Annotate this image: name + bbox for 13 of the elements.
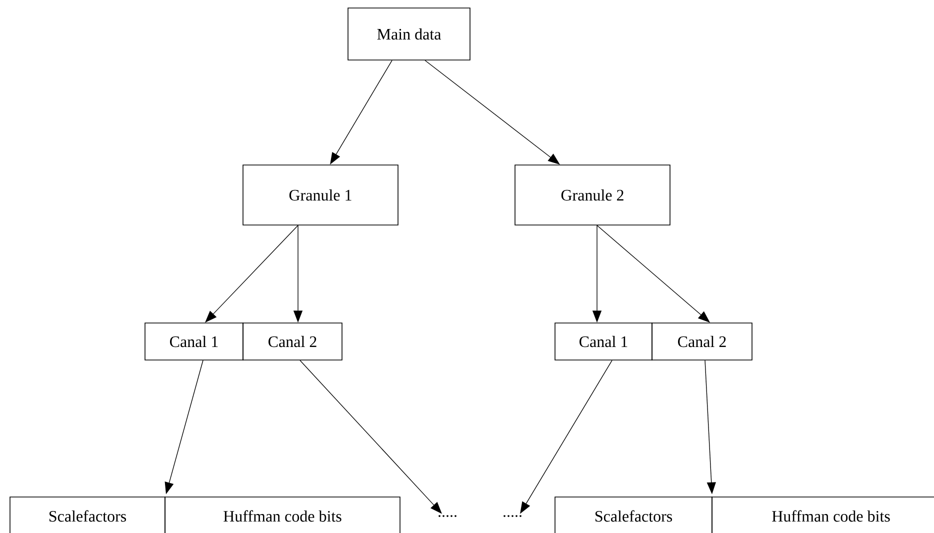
process-box: Canal 2 xyxy=(652,322,752,360)
field-cell: Scalefactors xyxy=(10,496,166,533)
ellipsis-text: ..... xyxy=(438,515,456,517)
process-box: Main data xyxy=(348,8,470,60)
process-box: Canal 1 xyxy=(554,322,652,360)
field-cell: Scalefactors xyxy=(554,496,712,533)
process-box: Granule 2 xyxy=(514,164,670,226)
field-cell: Huffman code bits xyxy=(712,496,934,533)
ellipsis-text: ..... xyxy=(504,515,522,517)
field-cell: Huffman code bits xyxy=(164,496,400,533)
process-box: Canal 1 xyxy=(144,322,244,360)
process-box: Granule 1 xyxy=(242,164,398,226)
process-box: Canal 2 xyxy=(242,322,342,360)
